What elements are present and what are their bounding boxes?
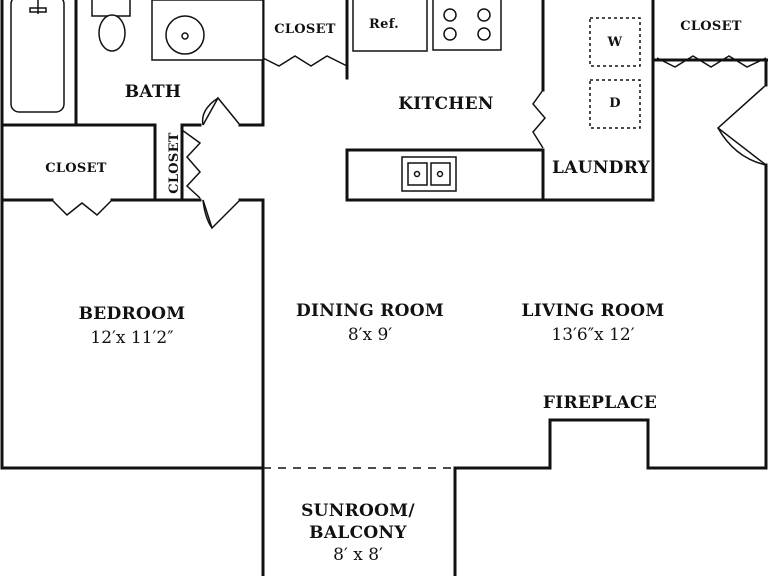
dining-dims: 8′x 9′ xyxy=(348,325,392,345)
sink-icon xyxy=(151,0,264,61)
laundry-label: LAUNDRY xyxy=(552,158,651,178)
toilet-icon xyxy=(91,0,131,52)
closet-label-small: CLOSET xyxy=(167,132,182,194)
bathtub-icon xyxy=(10,0,65,113)
refrigerator-label: Ref. xyxy=(369,17,399,32)
closet-fronts xyxy=(51,55,767,217)
dryer-icon xyxy=(589,79,641,129)
bath-label: BATH xyxy=(125,82,182,102)
washer-icon xyxy=(589,17,641,67)
bedroom-dims: 12′x 11′2″ xyxy=(90,328,173,348)
refrigerator-icon xyxy=(352,0,428,52)
stove-icon xyxy=(432,0,502,51)
closet-label-hall: CLOSET xyxy=(45,161,107,176)
kitchen-label: KITCHEN xyxy=(398,94,494,114)
sunroom-label-line2: BALCONY xyxy=(309,523,407,543)
sunroom-label-line1: SUNROOM/ xyxy=(301,501,415,521)
living-dims: 13′6″x 12′ xyxy=(551,325,634,345)
washer-label: W xyxy=(607,35,623,50)
closet-label-top: CLOSET xyxy=(274,22,336,37)
kitchen-sink-icon xyxy=(401,156,457,192)
doors xyxy=(201,84,767,230)
dryer-label: D xyxy=(609,96,621,111)
fireplace-label: FIREPLACE xyxy=(543,393,657,413)
closet-label-right: CLOSET xyxy=(680,19,742,34)
dining-label: DINING ROOM xyxy=(296,301,444,321)
sunroom-dims: 8′ x 8′ xyxy=(333,545,383,565)
fireplace-icon xyxy=(548,418,650,470)
bedroom-label: BEDROOM xyxy=(79,304,186,324)
living-label: LIVING ROOM xyxy=(522,301,665,321)
